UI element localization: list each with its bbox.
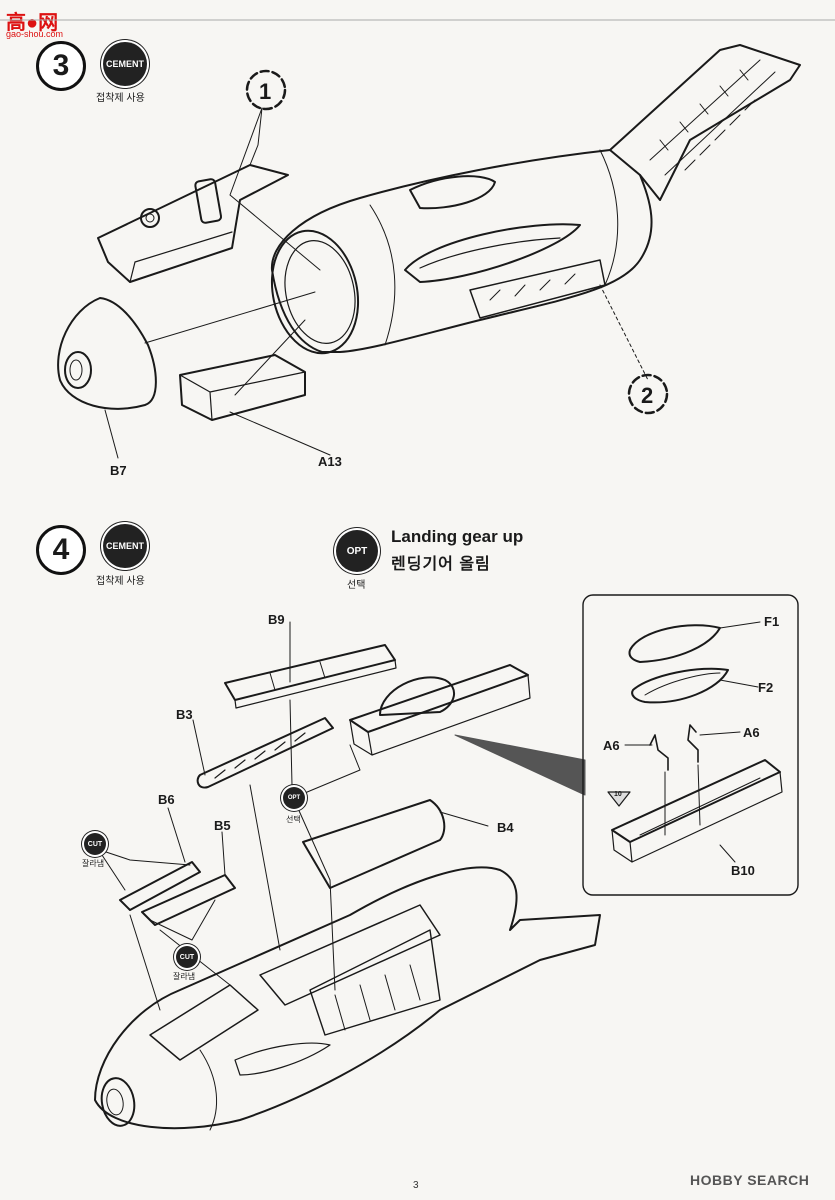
part-label-b9: B9 bbox=[268, 612, 285, 627]
callout-1: 1 bbox=[259, 79, 272, 104]
cut-badge-lower: CUT bbox=[176, 946, 198, 968]
canopy-tray bbox=[349, 664, 529, 733]
opt-badge: OPT bbox=[336, 530, 378, 572]
part-label-b5: B5 bbox=[214, 818, 231, 833]
cement-badge-step4: CEMENT bbox=[103, 524, 147, 568]
part-label-b4: B4 bbox=[497, 820, 514, 835]
part-label-b10: B10 bbox=[731, 863, 755, 878]
canopy bbox=[379, 676, 455, 716]
part-b9 bbox=[224, 644, 396, 701]
opt-small-note: 선택 bbox=[286, 815, 301, 824]
hobby-search-logo: HOBBY SEARCH bbox=[690, 1172, 810, 1188]
block-a13 bbox=[179, 354, 306, 421]
callout-2: 2 bbox=[641, 383, 654, 408]
fuselage-lower bbox=[94, 866, 601, 1130]
part-b4 bbox=[302, 799, 446, 889]
opt-note: 선택 bbox=[347, 580, 366, 591]
cut-note-upper: 잘라냄 bbox=[82, 859, 105, 868]
opt-small-badge: OPT bbox=[283, 787, 305, 809]
part-b10 bbox=[611, 759, 781, 843]
part-label-a6-right: A6 bbox=[743, 725, 760, 740]
tail-boom bbox=[609, 44, 801, 201]
part-label-f1: F1 bbox=[764, 614, 780, 629]
part-label-f2: F2 bbox=[758, 680, 774, 695]
part-a6-left bbox=[649, 734, 669, 771]
part-f2 bbox=[631, 667, 729, 704]
cement-note-step4: 접착제 사용 bbox=[96, 576, 145, 587]
cockpit-opening bbox=[270, 229, 360, 355]
part-b5 bbox=[141, 874, 236, 926]
step-4-title-en: Landing gear up bbox=[391, 527, 524, 546]
part-b3 bbox=[196, 717, 334, 789]
cement-badge-step3: CEMENT bbox=[103, 42, 147, 86]
watermark-url: gao-shou.com bbox=[6, 29, 64, 39]
part-a6-right bbox=[687, 724, 699, 763]
part-b6 bbox=[119, 861, 201, 911]
part-label-a6-left: A6 bbox=[603, 738, 620, 753]
fuselage-rear bbox=[270, 149, 653, 353]
part-label-a13: A13 bbox=[318, 454, 342, 469]
triangle-marker-label: 10 bbox=[614, 791, 622, 798]
cut-note-lower: 잘라냄 bbox=[173, 972, 196, 981]
watermark-logo: 高●网 bbox=[6, 12, 59, 34]
triangle-marker bbox=[607, 791, 631, 807]
detail-box bbox=[582, 594, 799, 896]
cement-note-step3: 접착제 사용 bbox=[96, 93, 145, 104]
page-number: 3 bbox=[413, 1180, 419, 1191]
part-f1 bbox=[628, 624, 721, 663]
step-3-number: 3 bbox=[36, 41, 86, 91]
cockpit-tub bbox=[97, 164, 289, 283]
part-label-b3: B3 bbox=[176, 707, 193, 722]
step-4-number: 4 bbox=[36, 525, 86, 575]
nose-cone bbox=[57, 297, 157, 410]
cut-badge-upper: CUT bbox=[84, 833, 106, 855]
step-4-title-ko: 렌딩기어 올림 bbox=[391, 556, 491, 573]
part-label-b6: B6 bbox=[158, 792, 175, 807]
part-label-b7: B7 bbox=[110, 463, 127, 478]
